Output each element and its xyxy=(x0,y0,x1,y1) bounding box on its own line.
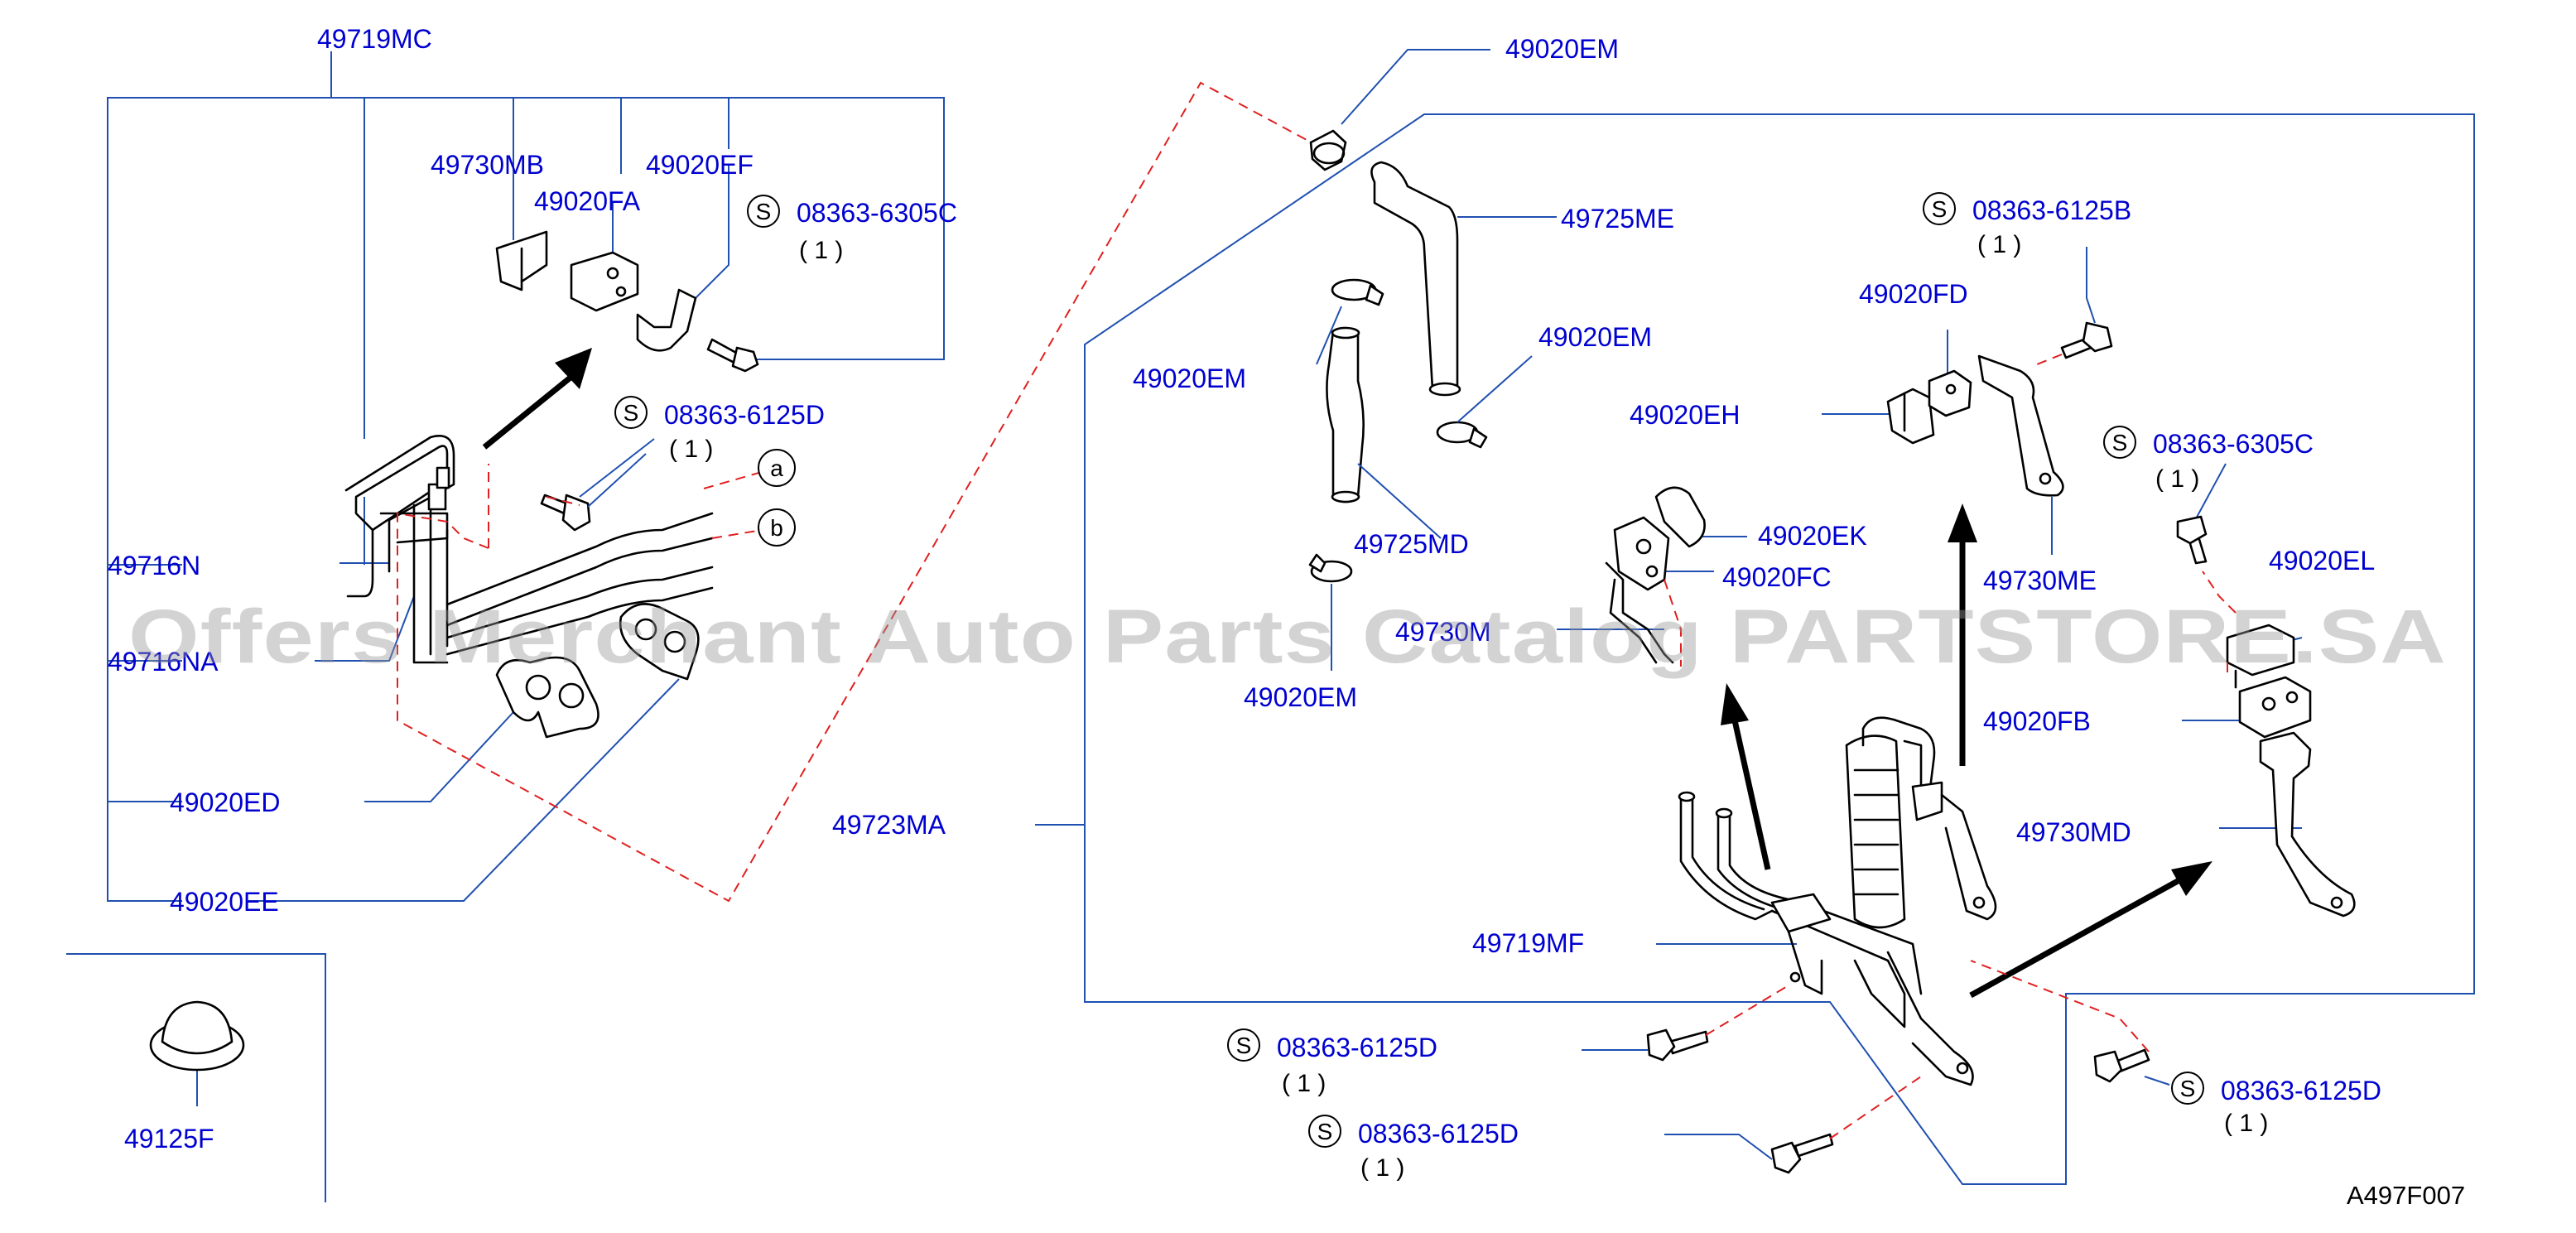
label-49716N: 49716N xyxy=(108,551,200,580)
clamp-49020EE xyxy=(619,603,700,681)
svg-text:S: S xyxy=(1317,1119,1333,1144)
label-49730M: 49730M xyxy=(1395,617,1491,647)
svg-text:a: a xyxy=(770,455,783,481)
label-49020ED: 49020ED xyxy=(170,787,280,817)
svg-text:( 1 ): ( 1 ) xyxy=(669,436,713,463)
label-49020EM-1: 49020EM xyxy=(1505,34,1619,64)
bolt-08363-6125D-left xyxy=(540,453,647,532)
svg-text:08363-6125B: 08363-6125B xyxy=(1972,195,2131,225)
svg-text:( 1 ): ( 1 ) xyxy=(1282,1070,1326,1097)
direction-arrow-left xyxy=(482,348,592,450)
dashed-links-right xyxy=(1664,571,2237,679)
label-49723MA: 49723MA xyxy=(832,810,946,840)
svg-text:S: S xyxy=(2112,430,2128,455)
dashed-region-left xyxy=(397,81,1309,903)
label-49125F: 49125F xyxy=(124,1124,214,1154)
label-49020FB: 49020FB xyxy=(1983,706,2091,736)
svg-text:08363-6125D: 08363-6125D xyxy=(2221,1076,2381,1105)
clip-49020EK xyxy=(1654,486,1706,548)
std-part-s4: S 08363-6305C ( 1 ) xyxy=(2103,426,2314,493)
svg-text:08363-6305C: 08363-6305C xyxy=(797,198,957,228)
svg-text:08363-6125D: 08363-6125D xyxy=(1358,1119,1519,1149)
right-group-frame xyxy=(1035,113,2475,1185)
label-49716NA: 49716NA xyxy=(108,647,219,677)
bolt-08363-6305C-left xyxy=(706,338,759,373)
svg-text:08363-6305C: 08363-6305C xyxy=(2153,429,2314,459)
bolt-08363-6125D-right xyxy=(1970,960,2150,1083)
bracket-49730MB xyxy=(495,230,548,291)
bracket-49020EF xyxy=(636,288,697,352)
label-49020EE: 49020EE xyxy=(170,887,279,917)
direction-arrows-right xyxy=(1721,503,2212,999)
diagram-code: A497F007 xyxy=(2347,1181,2465,1210)
label-49730ME: 49730ME xyxy=(1983,566,2097,595)
left-group-frame xyxy=(107,51,945,902)
label-49719MF: 49719MF xyxy=(1472,928,1584,958)
svg-text:( 1 ): ( 1 ) xyxy=(799,237,843,264)
label-49020EK: 49020EK xyxy=(1758,521,1867,551)
callout-b: b xyxy=(758,508,796,547)
label-49725MD: 49725MD xyxy=(1354,529,1469,559)
std-part-s1: S 08363-6305C ( 1 ) xyxy=(747,195,957,264)
bolt-08363-6125D-mid xyxy=(1646,985,1789,1062)
clamp-49020EM-right xyxy=(1436,421,1488,449)
bolt-08363-6125D-bottom xyxy=(1770,1076,1922,1174)
svg-text:08363-6125D: 08363-6125D xyxy=(1277,1033,1437,1062)
grommet-box: 49125F xyxy=(66,953,326,1202)
bracket-49730MD xyxy=(2259,731,2356,918)
bracket-49730ME xyxy=(1977,354,2064,497)
svg-text:S: S xyxy=(756,199,772,224)
std-part-s7: S 08363-6125D ( 1 ) xyxy=(2171,1072,2381,1137)
std-part-s2: S 08363-6125D ( 1 ) xyxy=(614,396,825,463)
label-49020FA: 49020FA xyxy=(534,186,641,216)
clamp-49020EM-mid xyxy=(1331,278,1384,306)
svg-text:08363-6125D: 08363-6125D xyxy=(664,400,825,430)
label-49020EL: 49020EL xyxy=(2269,546,2375,576)
label-49730MB: 49730MB xyxy=(431,150,544,180)
svg-text:( 1 ): ( 1 ) xyxy=(1977,231,2021,258)
svg-text:b: b xyxy=(770,515,783,541)
clamp-49020FB xyxy=(2238,676,2312,739)
std-part-s5: S 08363-6125D ( 1 ) xyxy=(1227,1028,1437,1097)
hose-49725MD xyxy=(1326,326,1365,503)
svg-text:( 1 ): ( 1 ) xyxy=(2224,1110,2268,1137)
watermark: Offers Merchant Auto Parts Catalog PARTS… xyxy=(128,595,2447,679)
pipe-assembly-49719MF xyxy=(1678,716,1997,1086)
svg-text:S: S xyxy=(624,400,639,426)
svg-text:( 1 ): ( 1 ) xyxy=(1360,1154,1404,1182)
label-49020EM-3: 49020EM xyxy=(1133,364,1246,393)
label-49730MD: 49730MD xyxy=(2016,817,2131,847)
clamp-49020FD xyxy=(1928,369,1972,417)
label-49020EM-4: 49020EM xyxy=(1244,682,1357,712)
std-part-s3: S 08363-6125B ( 1 ) xyxy=(1923,192,2131,258)
clamp-49020ED xyxy=(495,656,599,739)
label-49020FD: 49020FD xyxy=(1859,279,1968,309)
clamp-49020EH xyxy=(1886,388,1935,445)
std-part-s6: S 08363-6125D ( 1 ) xyxy=(1308,1115,1519,1182)
clamp-49020EM-low xyxy=(1308,553,1353,583)
callout-a: a xyxy=(758,449,796,487)
bolt-08363-6125B xyxy=(2036,321,2113,365)
label-49020EF: 49020EF xyxy=(646,150,754,180)
clamp-49020EM-top xyxy=(1309,129,1347,171)
label-49020EH: 49020EH xyxy=(1630,400,1740,430)
clamp-49020FA xyxy=(570,251,639,312)
svg-text:S: S xyxy=(1932,196,1948,222)
label-49020EM-2: 49020EM xyxy=(1538,322,1652,352)
label-49020FC: 49020FC xyxy=(1722,562,1832,592)
svg-text:S: S xyxy=(1236,1033,1252,1058)
pipe-assembly-49719MC xyxy=(344,435,714,664)
bolt-08363-6305C-right xyxy=(2176,515,2208,565)
hose-49725ME xyxy=(1370,161,1461,397)
label-49719MC: 49719MC xyxy=(317,24,432,54)
svg-text:S: S xyxy=(2180,1076,2196,1101)
label-49725ME: 49725ME xyxy=(1561,204,1674,234)
svg-text:( 1 ): ( 1 ) xyxy=(2155,465,2199,493)
bracket-49730M xyxy=(1605,561,1674,664)
